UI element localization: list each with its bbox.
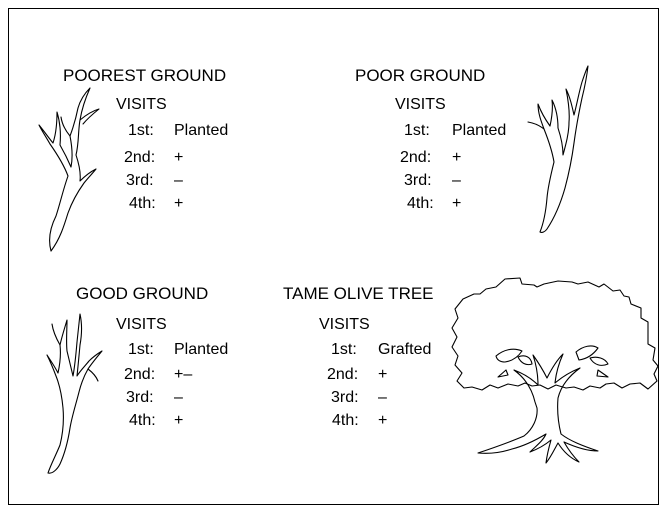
dead-branch-icon [46,313,103,474]
visit-value: Planted [452,122,507,139]
visit-ordinal: 2nd: [327,366,359,383]
visit-value: Planted [174,122,229,139]
panel-title: POOR GROUND [355,66,486,85]
visit-value: + [174,195,184,212]
visit-ordinal: 2nd: [124,149,156,166]
dead-branch-icon [527,65,589,233]
visit-ordinal: 1st: [404,122,430,139]
panel-title: GOOD GROUND [76,284,209,303]
visit-value: + [452,195,462,212]
dead-branch-icon [38,87,100,252]
visit-value: + [378,366,388,383]
visit-ordinal: 3rd: [126,389,154,406]
visit-ordinal: 1st: [128,122,154,139]
visit-value: – [174,389,183,406]
visit-ordinal: 2nd: [124,366,156,383]
visit-value: – [452,172,461,189]
visits-label: VISITS [116,96,167,113]
visit-value: + [378,412,388,429]
visit-ordinal: 1st: [331,341,357,358]
olive-tree-icon [451,277,659,464]
visits-label: VISITS [116,316,167,333]
visit-ordinal: 3rd: [404,172,432,189]
visit-ordinal: 4th: [407,195,434,212]
visit-value: – [174,172,183,189]
visit-ordinal: 3rd: [126,172,154,189]
visit-value: Grafted [378,341,432,358]
visit-ordinal: 4th: [129,195,156,212]
visit-value: +– [174,366,193,383]
visit-value: + [174,149,184,166]
visit-ordinal: 2nd: [400,149,432,166]
panel-title: POOREST GROUND [63,66,227,85]
panel-title: TAME OLIVE TREE [283,284,434,303]
visit-value: – [378,389,387,406]
visits-label: VISITS [395,96,446,113]
visit-ordinal: 4th: [332,412,359,429]
visit-ordinal: 4th: [129,412,156,429]
diagram-frame [8,8,659,505]
visit-value: Planted [174,341,229,358]
visit-value: + [174,412,184,429]
visit-ordinal: 1st: [128,341,154,358]
visit-ordinal: 3rd: [331,389,359,406]
visits-label: VISITS [319,316,370,333]
visit-value: + [452,149,462,166]
